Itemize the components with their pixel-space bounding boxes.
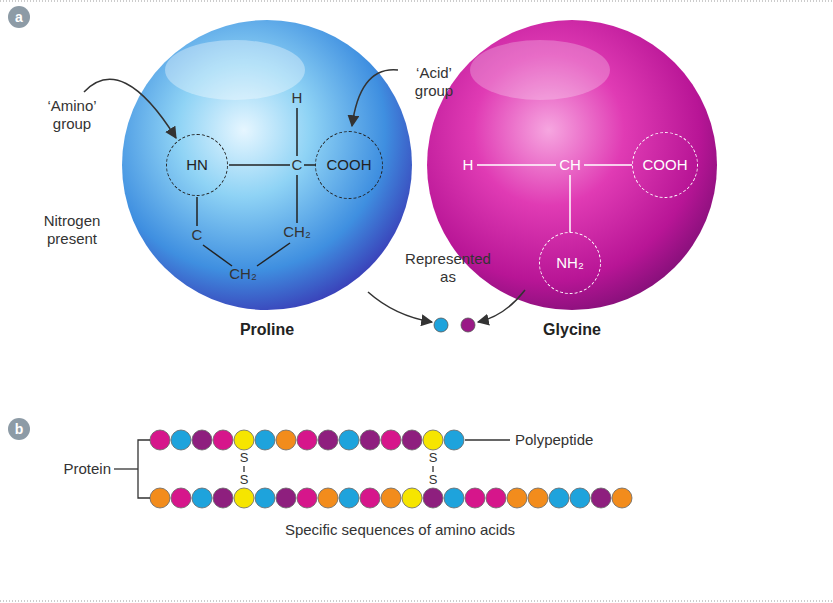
amino-acid-bead [402, 488, 422, 508]
amino-acid-bead [255, 430, 275, 450]
acid-group-circle: COOH [315, 131, 383, 199]
amino-acid-bead [507, 488, 527, 508]
amino-acid-bead [360, 488, 380, 508]
amino-acid-bead [549, 488, 569, 508]
amino-acid-bead [297, 488, 317, 508]
molecule-name: Proline [240, 321, 294, 339]
callout-label: Represented as [402, 250, 494, 286]
amino-acid-bead [339, 488, 359, 508]
amino-acid-bead [150, 430, 170, 450]
amino-acid-bead [192, 488, 212, 508]
bracket-label: Protein [63, 460, 111, 478]
sulfur-atom: S [240, 472, 249, 488]
callout-label: Nitrogen present [30, 212, 114, 248]
panel-marker: b [8, 418, 30, 440]
amino-acid-bead [528, 488, 548, 508]
callout-label: ‘Acid’ group [401, 64, 467, 100]
part-label: Polypeptide [515, 431, 593, 449]
amino-acid-bead [570, 488, 590, 508]
amino-acid-bead [150, 488, 170, 508]
panel-marker: a [8, 6, 30, 28]
amino-acid-bead [234, 488, 254, 508]
amino-acid-bead [360, 430, 380, 450]
sulfur-atom: S [429, 472, 438, 488]
atom-label: CH₂ [283, 223, 311, 240]
amino-acid-bead [591, 488, 611, 508]
atom-label: CH₂ [229, 265, 257, 282]
amino-acid-bead [423, 488, 443, 508]
amino-acid-bead [612, 488, 632, 508]
atom-label: C [292, 156, 303, 173]
amino-group-circle: NH₂ [539, 232, 601, 294]
amino-group-circle: HN [166, 134, 228, 196]
amino-acid-bead [297, 430, 317, 450]
amino-acid-bead [381, 430, 401, 450]
atom-label: CH [559, 156, 581, 173]
atom-label: COOH [643, 156, 688, 173]
acid-group-circle: COOH [632, 132, 698, 198]
atom-label: H [292, 89, 303, 106]
atom-label: COOH [327, 156, 372, 173]
amino-acid-bead [171, 488, 191, 508]
amino-acid-bead [234, 430, 254, 450]
atom-label: C [192, 226, 203, 243]
sulfur-atom: S [429, 450, 438, 466]
proline-molecule: ProlineHCCCH₂CH₂HNCOOH [122, 20, 412, 310]
glycine-dot [461, 318, 475, 332]
amino-acid-bead [213, 430, 233, 450]
amino-acid-bead [276, 430, 296, 450]
amino-acid-bead [444, 430, 464, 450]
atom-label: HN [186, 156, 208, 173]
panel-letter: a [15, 9, 23, 25]
amino-acid-bead [465, 488, 485, 508]
proline-bonds [197, 108, 315, 266]
amino-acid-bead [486, 488, 506, 508]
caption-label: Specific sequences of amino acids [285, 521, 515, 539]
amino-acid-bead [339, 430, 359, 450]
leader-arrows [84, 70, 525, 322]
amino-acid-bead [276, 488, 296, 508]
proline-dot [434, 318, 448, 332]
highlight [470, 40, 610, 100]
amino-acid-bead [213, 488, 233, 508]
amino-acid-bead [444, 488, 464, 508]
top-rule [0, 1, 833, 2]
molecule-name: Glycine [543, 321, 601, 339]
bottom-rule [0, 601, 833, 602]
atom-label: NH₂ [556, 254, 584, 271]
highlight [165, 40, 305, 100]
amino-acid-bead [423, 430, 443, 450]
callout-label: ‘Amino’ group [34, 97, 110, 133]
atom-label: H [463, 156, 474, 173]
sulfur-atom: S [240, 450, 249, 466]
amino-acid-bead [171, 430, 191, 450]
amino-acid-bead [192, 430, 212, 450]
amino-acid-bead [402, 430, 422, 450]
amino-acid-bead [318, 430, 338, 450]
amino-acid-bead [318, 488, 338, 508]
panel-letter: b [15, 421, 24, 437]
amino-acid-chains [150, 430, 632, 508]
proline-sphere [122, 20, 412, 310]
glycine-bonds [477, 165, 632, 232]
amino-acid-bead [381, 488, 401, 508]
amino-acid-bead [255, 488, 275, 508]
bracket [114, 440, 510, 498]
